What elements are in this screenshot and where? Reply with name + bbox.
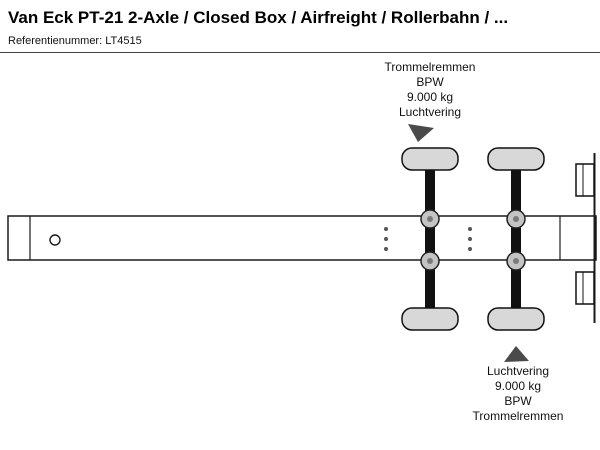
front-axle-arrow-icon xyxy=(408,124,434,142)
reference-number: Referentienummer: LT4515 xyxy=(8,35,142,47)
annotation-line-brand: BPW xyxy=(504,394,532,408)
chassis-beam xyxy=(7,215,597,261)
header-divider xyxy=(0,52,600,53)
annotation-line-brakes: Trommelremmen xyxy=(472,409,564,423)
rear-hinge-top xyxy=(575,163,595,197)
rear-axle-annotation: Luchtvering 9.000 kg BPW Trommelremmen xyxy=(408,364,600,424)
front-axle xyxy=(401,147,459,331)
rear-axle xyxy=(487,147,545,331)
annotation-line-suspension: Luchtvering xyxy=(398,105,462,119)
rear-axle-bar xyxy=(511,166,521,314)
annotation-line-brand: BPW xyxy=(416,75,444,89)
rear-axle-arrow-icon xyxy=(504,346,529,362)
front-axle-bar xyxy=(425,166,435,314)
bolt-holes xyxy=(384,227,472,251)
rear-hinge-bottom xyxy=(575,271,595,305)
rear-axle-wheel-bottom xyxy=(487,307,545,331)
rear-axle-wheel-top xyxy=(487,147,545,171)
front-axle-annotation: Trommelremmen BPW 9.000 kg Luchtvering xyxy=(320,60,540,120)
rear-frame xyxy=(575,153,596,323)
front-axle-wheel-top xyxy=(401,147,459,171)
page-title: Van Eck PT-21 2-Axle / Closed Box / Airf… xyxy=(8,8,509,27)
annotation-line-load: 9.000 kg xyxy=(494,379,542,393)
front-axle-wheel-bottom xyxy=(401,307,459,331)
annotation-line-suspension: Luchtvering xyxy=(486,364,550,378)
annotation-line-brakes: Trommelremmen xyxy=(384,60,476,74)
annotation-line-load: 9.000 kg xyxy=(406,90,454,104)
kingpin-detail xyxy=(49,234,61,246)
